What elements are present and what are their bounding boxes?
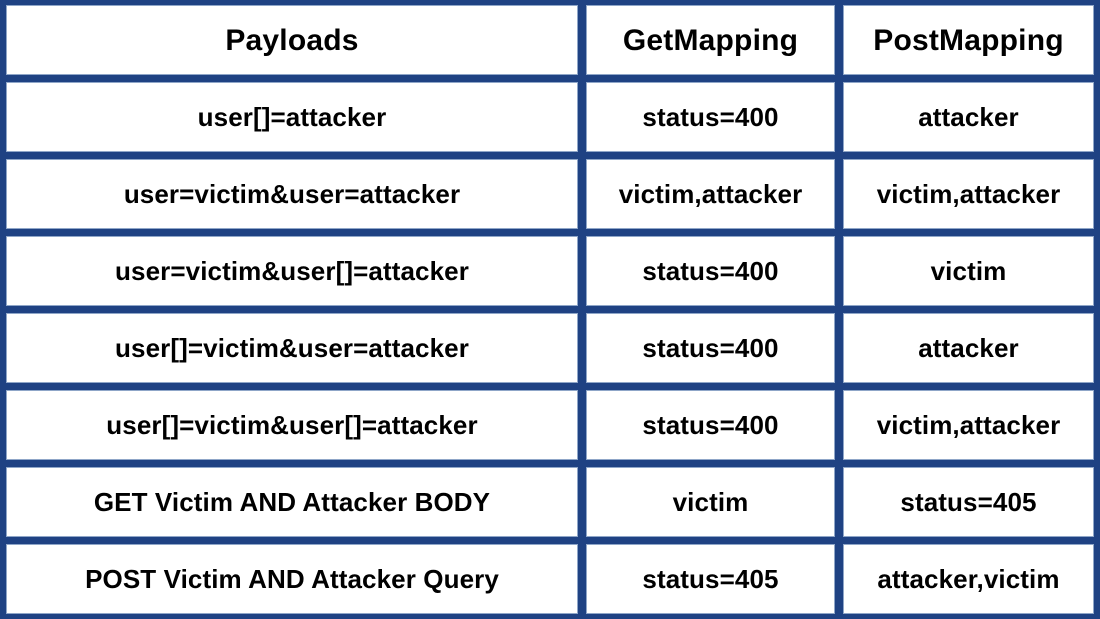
table-row: GET Victim AND Attacker BODY victim stat…	[6, 467, 1094, 537]
cell-getmapping: status=400	[586, 236, 835, 306]
cell-postmapping: attacker,victim	[843, 544, 1094, 614]
column-header-postmapping: PostMapping	[843, 5, 1094, 75]
cell-getmapping: status=405	[586, 544, 835, 614]
cell-getmapping: status=400	[586, 82, 835, 152]
cell-getmapping: status=400	[586, 390, 835, 460]
table-row: user[]=victim&user[]=attacker status=400…	[6, 390, 1094, 460]
table-row: user=victim&user[]=attacker status=400 v…	[6, 236, 1094, 306]
table-row: user[]=attacker status=400 attacker	[6, 82, 1094, 152]
cell-payload: user=victim&user=attacker	[6, 159, 578, 229]
cell-payload: user[]=attacker	[6, 82, 578, 152]
cell-payload: GET Victim AND Attacker BODY	[6, 467, 578, 537]
cell-getmapping: victim,attacker	[586, 159, 835, 229]
table-row: POST Victim AND Attacker Query status=40…	[6, 544, 1094, 614]
cell-payload: user[]=victim&user=attacker	[6, 313, 578, 383]
cell-postmapping: victim,attacker	[843, 390, 1094, 460]
cell-postmapping: attacker	[843, 313, 1094, 383]
cell-payload: user[]=victim&user[]=attacker	[6, 390, 578, 460]
table-header-row: Payloads GetMapping PostMapping	[6, 5, 1094, 75]
cell-postmapping: victim	[843, 236, 1094, 306]
cell-postmapping: attacker	[843, 82, 1094, 152]
cell-getmapping: status=400	[586, 313, 835, 383]
cell-payload: POST Victim AND Attacker Query	[6, 544, 578, 614]
cell-postmapping: victim,attacker	[843, 159, 1094, 229]
cell-payload: user=victim&user[]=attacker	[6, 236, 578, 306]
column-header-payloads: Payloads	[6, 5, 578, 75]
cell-postmapping: status=405	[843, 467, 1094, 537]
table-row: user[]=victim&user=attacker status=400 a…	[6, 313, 1094, 383]
cell-getmapping: victim	[586, 467, 835, 537]
column-header-getmapping: GetMapping	[586, 5, 835, 75]
table-row: user=victim&user=attacker victim,attacke…	[6, 159, 1094, 229]
